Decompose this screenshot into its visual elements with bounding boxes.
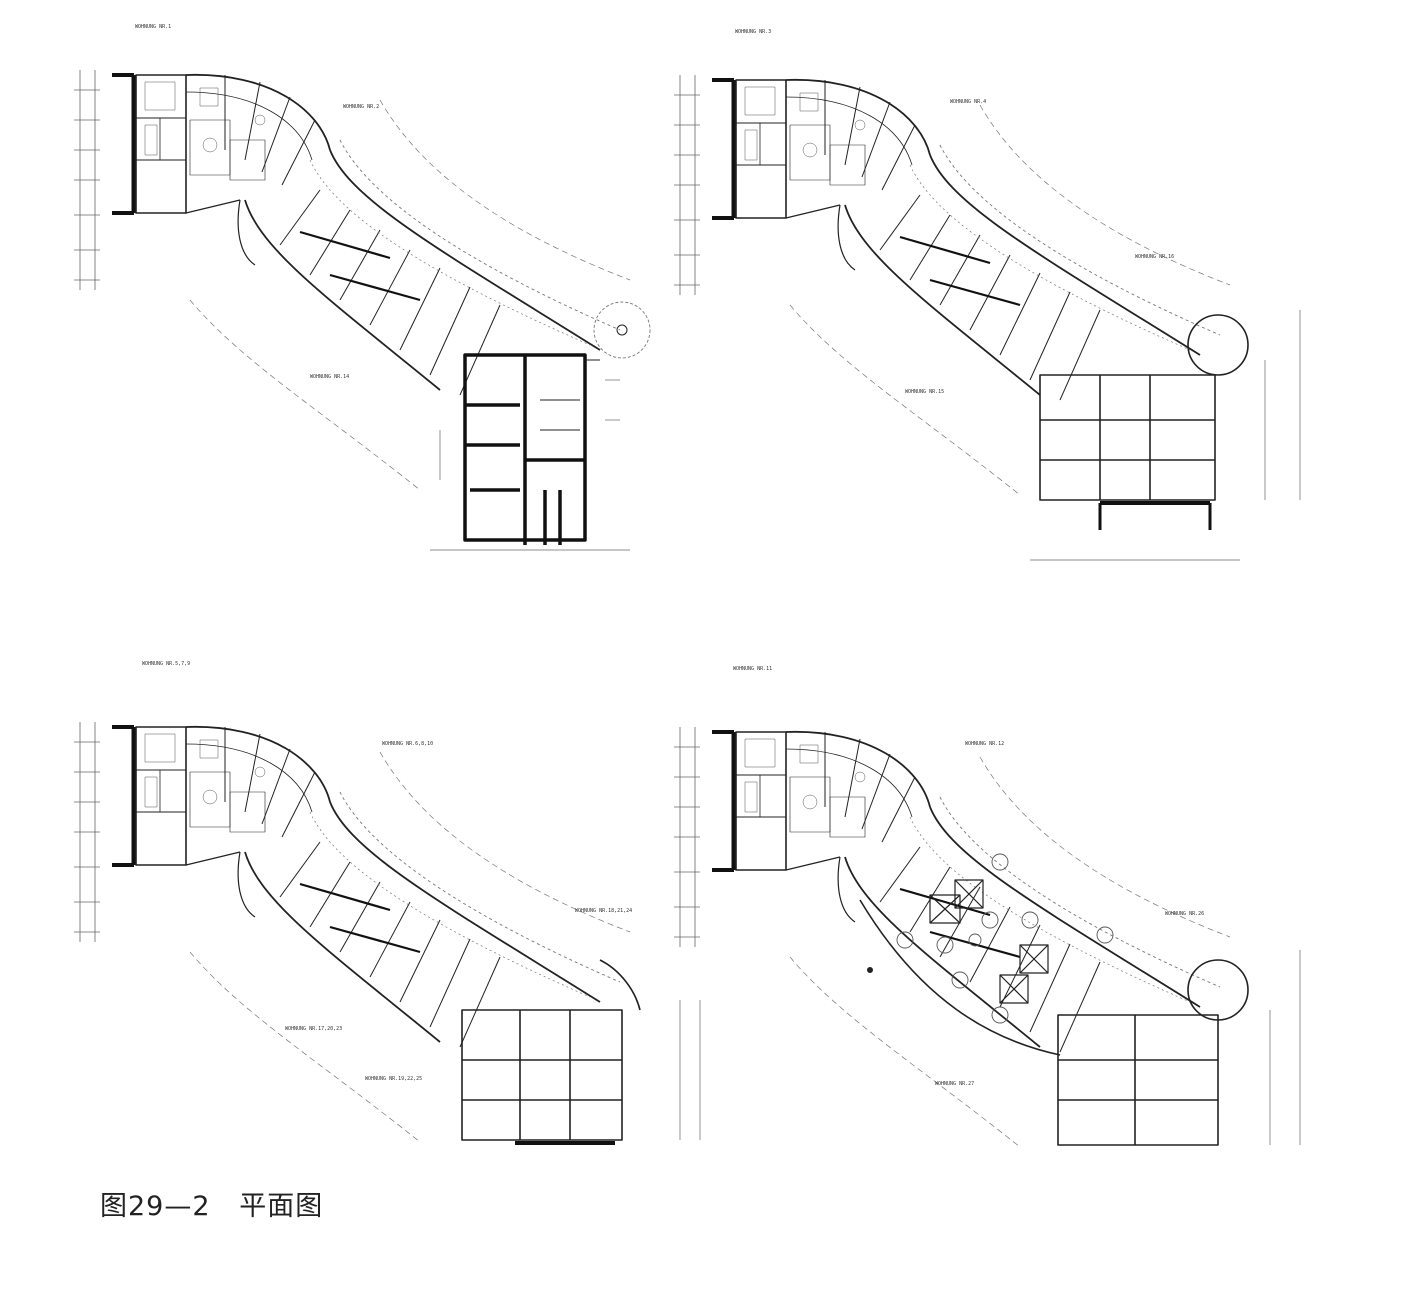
plan-1-label-3: WOHNUNG NR.14 [310, 374, 349, 380]
plan-4-label-4: WOHNUNG NR.27 [935, 1081, 974, 1087]
plan-4-label-2: WOHNUNG NR.12 [965, 741, 1004, 747]
plan-2-label-3: WOHNUNG NR.15 [905, 389, 944, 395]
plan-4-label-3: WOHNUNG NR.26 [1165, 911, 1204, 917]
plan-1-label-2: WOHNUNG NR.2 [343, 104, 379, 110]
plan-3-label-4: WOHNUNG NR.17,20,23 [285, 1026, 342, 1032]
plan-2-label-4: WOHNUNG NR.16 [1135, 254, 1174, 260]
plan-3-label-3: WOHNUNG NR.18,21,24 [575, 908, 632, 914]
plan-4: WOHNUNG NR.11 WOHNUNG NR.12 WOHNUNG NR.2… [674, 666, 1301, 1147]
plan-3-label-1: WOHNUNG NR.5,7,9 [142, 661, 190, 667]
plan-1: WOHNUNG NR.1 WOHNUNG NR.2 WOHNUNG NR.14 [74, 24, 651, 551]
plan-3-label-2: WOHNUNG NR.6,8,10 [382, 741, 433, 747]
plan-2-label-2: WOHNUNG NR.4 [950, 99, 986, 105]
plan-3: WOHNUNG NR.5,7,9 WOHNUNG NR.6,8,10 WOHNU… [74, 661, 701, 1145]
figure-caption: 图29—2 平面图 [100, 1191, 324, 1222]
plan-4-label-1: WOHNUNG NR.11 [733, 666, 772, 672]
plan-3-label-5: WOHNUNG NR.19,22,25 [365, 1076, 422, 1082]
plan-2: WOHNUNG NR.3 WOHNUNG NR.4 WOHNUNG NR.15 … [674, 29, 1301, 561]
plan-2-label-1: WOHNUNG NR.3 [735, 29, 771, 35]
plan-1-label-1: WOHNUNG NR.1 [135, 24, 171, 30]
